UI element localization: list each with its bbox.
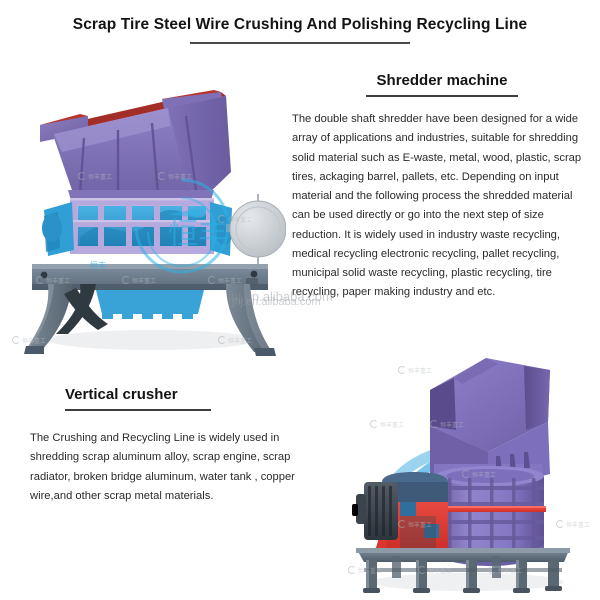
vertical-crusher-image [338, 356, 588, 596]
page-title-underline [190, 41, 410, 44]
svg-text:恒丰: 恒丰 [90, 260, 106, 270]
shredder-description: The double shaft shredder have been desi… [292, 113, 582, 299]
shredder-text-block: Shredder machine The double shaft shredd… [292, 72, 592, 303]
crusher-description: The Crushing and Recycling Line is widel… [30, 432, 295, 502]
crusher-illustration-svg [352, 358, 570, 593]
shredder-illustration-svg [24, 90, 286, 356]
shredder-heading: Shredder machine [376, 72, 508, 89]
crusher-text-block: Vertical crusher The Crushing and Recycl… [30, 386, 322, 506]
shredder-brand-watermark: 恒丰 恒丰 [90, 178, 230, 274]
page-title-block: Scrap Tire Steel Wire Crushing And Polis… [0, 16, 600, 44]
svg-text:恒丰: 恒丰 [168, 217, 228, 252]
crusher-heading: Vertical crusher [65, 386, 178, 403]
page-title: Scrap Tire Steel Wire Crushing And Polis… [72, 16, 528, 33]
shredder-machine-image: 恒丰 恒丰 [18, 78, 286, 363]
crusher-heading-underline [65, 409, 211, 411]
shredder-heading-underline [366, 95, 518, 97]
